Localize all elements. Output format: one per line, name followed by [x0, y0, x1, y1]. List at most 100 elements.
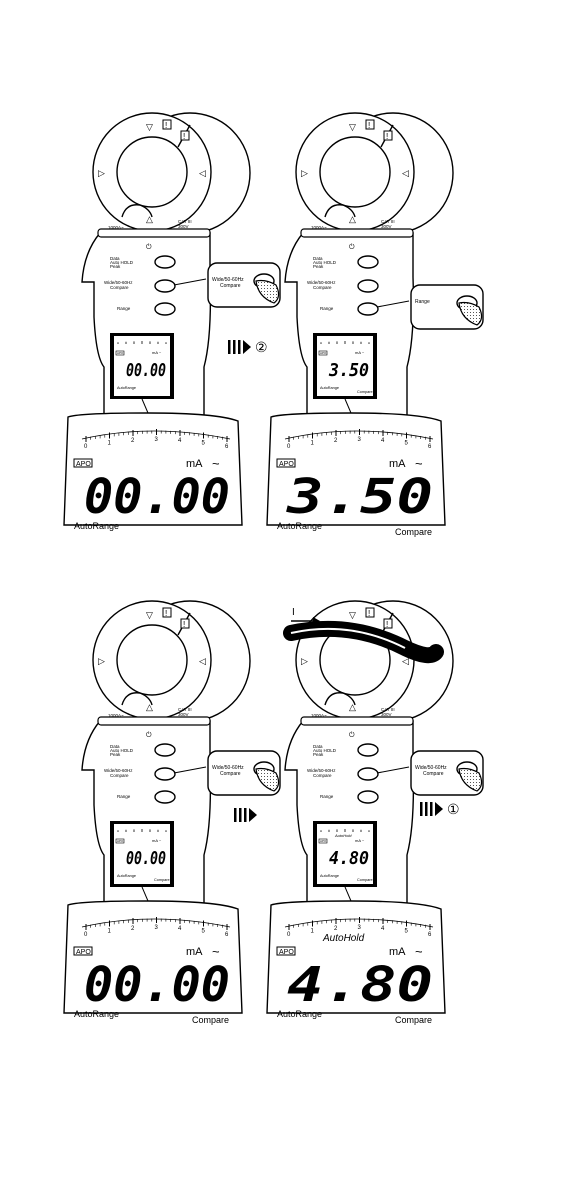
large-autorange-label: AutoRange — [74, 521, 119, 531]
large-scale-label: 5 — [405, 441, 409, 447]
hazard-icon — [383, 618, 393, 629]
large-scale-label: 5 — [202, 441, 206, 447]
btn2-label: Wide/50-60Hz — [307, 280, 336, 285]
large-scale-label: 3 — [358, 437, 362, 443]
large-apo-label: APO — [279, 949, 294, 956]
step-arrow-1: ① — [420, 801, 460, 817]
hazard-icon-mark: ! — [165, 609, 167, 618]
range-button — [357, 790, 379, 804]
large-autorange-label: AutoRange — [74, 1009, 119, 1019]
large-apo-box — [276, 946, 296, 956]
large-scale-label: 0 — [287, 932, 291, 938]
small-lcd-screen — [317, 824, 373, 884]
cat-rating-label: 300V — [178, 712, 189, 717]
btn3-label: Range — [320, 306, 334, 311]
step-arrow-bar — [234, 808, 237, 822]
small-autorange-label: AutoRange — [320, 386, 339, 390]
large-scale-arc — [284, 430, 434, 440]
large-scale-label: 1 — [311, 929, 315, 935]
power-icon: ⏻ — [146, 243, 152, 251]
compare-button — [357, 767, 379, 781]
callout-leader — [376, 766, 410, 774]
large-unit-label: mA — [389, 458, 406, 470]
btn2-label: Compare — [313, 773, 332, 778]
jaw-opening — [319, 136, 391, 208]
btn3-label: Range — [117, 794, 131, 799]
btn1-label: Peak — [110, 264, 121, 269]
cat-rating-label: CAT III — [381, 707, 395, 712]
btn2-label: Wide/50-60Hz — [104, 768, 133, 773]
large-apo-label: APO — [76, 461, 91, 468]
step-arrow-next — [234, 808, 257, 822]
small-reading: 00.00 — [126, 848, 166, 869]
large-ac-icon: ~ — [415, 456, 423, 471]
callout-leader — [173, 278, 207, 286]
step-arrow-bar — [430, 802, 433, 816]
jaw-trigger-line — [324, 692, 356, 706]
hazard-icon-mark: ! — [386, 620, 388, 629]
step-arrow-head — [435, 802, 443, 816]
btn2-label: Compare — [110, 285, 129, 290]
small-apo-label: APO — [117, 839, 124, 843]
step-arrow-bar — [420, 802, 423, 816]
step-arrow-bar — [228, 340, 231, 354]
cable-highlight — [290, 627, 406, 649]
large-scale-label: 4 — [381, 926, 385, 932]
large-scale-label: 1 — [108, 929, 112, 935]
large-scale-label: 6 — [225, 932, 229, 938]
power-hold-button — [357, 743, 379, 757]
lcd-zoom-connector — [141, 886, 149, 902]
large-scale-label: 4 — [381, 438, 385, 444]
large-scale-label: 6 — [225, 444, 229, 450]
callout-label-1: Wide/50-60Hz — [212, 765, 244, 771]
compare-button — [154, 279, 176, 293]
callout-label-1: Wide/50-60Hz — [415, 765, 447, 771]
btn1-label: Data — [313, 256, 323, 261]
current-label: I — [292, 607, 295, 618]
finger-press-icon — [458, 301, 483, 326]
callout-label-1: Wide/50-60Hz — [212, 277, 244, 283]
jaw-arrow-right: ◁ — [199, 168, 206, 178]
jaw-arrow-bottom: △ — [349, 214, 356, 224]
hazard-icon — [383, 130, 393, 141]
power-icon: ⏻ — [146, 731, 152, 739]
measured-cable: I — [283, 607, 444, 664]
small-autorange-label: AutoRange — [320, 874, 339, 878]
hazard-icon-mark: ! — [368, 121, 370, 130]
hazard-icon — [365, 607, 375, 618]
finger-press-icon — [458, 767, 483, 792]
step-arrow-number: ② — [255, 339, 268, 355]
large-compare-label: Compare — [395, 1015, 432, 1025]
small-lcd-screen — [114, 824, 170, 884]
large-scale-arc — [284, 918, 434, 928]
large-scale-label: 2 — [334, 926, 338, 932]
hazard-icon — [180, 618, 190, 629]
large-lcd-frame — [266, 412, 446, 526]
cat-rating-label: CAT III — [178, 219, 192, 224]
small-unit-label: mA ~ — [355, 350, 365, 355]
range-button — [154, 302, 176, 316]
jaw-arrow-right: ◁ — [402, 168, 409, 178]
jaw-arrow-top: ▽ — [349, 122, 356, 132]
step-arrow-head — [243, 340, 251, 354]
large-lcd-frame — [266, 900, 446, 1014]
large-compare-label: Compare — [395, 527, 432, 537]
large-reading: 00.00 — [84, 957, 230, 1013]
btn2-label: Compare — [313, 285, 332, 290]
callout-label-2: Compare — [220, 771, 241, 777]
range-button — [154, 790, 176, 804]
btn1-label: Peak — [110, 752, 121, 757]
jaw-rating-label: 1000A~ — [311, 225, 327, 230]
jaw-arrow-top: ▽ — [146, 122, 153, 132]
finger-press-icon — [255, 279, 280, 304]
jaw-arrow-right: ◁ — [199, 656, 206, 666]
btn2-label: Wide/50-60Hz — [104, 280, 133, 285]
step-arrow-bar — [238, 340, 241, 354]
finger-guard — [300, 228, 414, 238]
small-unit-label: mA ~ — [152, 838, 162, 843]
callout-leader — [376, 300, 410, 308]
cat-rating-label: CAT III — [178, 707, 192, 712]
small-reading: 00.00 — [126, 360, 166, 381]
small-lcd-screen — [317, 336, 373, 396]
